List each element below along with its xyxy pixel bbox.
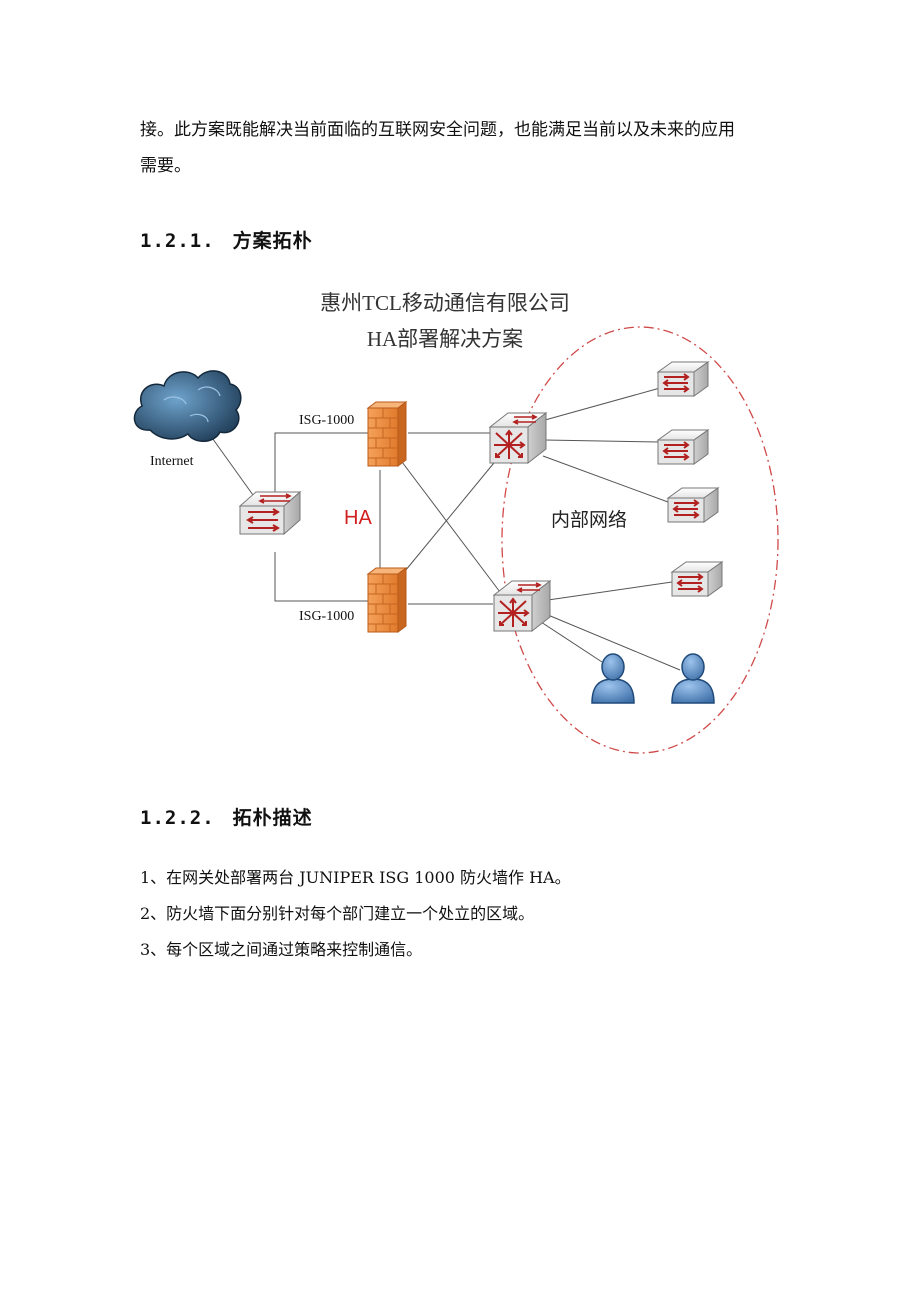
section-number: 1.2.2. (140, 807, 215, 829)
internet-label: Internet (150, 454, 194, 469)
edge-switch-icon (239, 491, 301, 535)
section-heading-topology: 1.2.1. 方案拓朴 (140, 226, 313, 253)
core-switch-bottom-icon (493, 580, 551, 632)
firewall-top-icon (367, 401, 407, 467)
internal-network-boundary (501, 326, 779, 754)
user-icon (591, 653, 635, 704)
access-switch-icon (671, 561, 723, 597)
section-number: 1.2.1. (140, 230, 215, 252)
access-switch-icon (657, 429, 709, 465)
section-heading-description: 1.2.2. 拓朴描述 (140, 803, 313, 830)
firewall-top-label: ISG-1000 (299, 413, 354, 428)
core-switch-top-icon (489, 412, 547, 464)
intro-line-2: 需要。 (140, 156, 191, 176)
access-switch-icon (667, 487, 719, 523)
list-item: 1、在网关处部署两台 JUNIPER ISG 1000 防火墙作 HA。 (140, 868, 571, 887)
firewall-bottom-icon (367, 567, 407, 633)
list-item: 3、每个区域之间通过策略来控制通信。 (140, 940, 423, 959)
firewall-bottom-label: ISG-1000 (299, 609, 354, 624)
internal-network-label: 内部网络 (551, 509, 627, 531)
topology-diagram: 惠州TCL移动通信有限公司 HA部署解决方案 Internet ISG-1000… (133, 291, 779, 754)
intro-line-1: 接。此方案既能解决当前面临的互联网安全问题，也能满足当前以及未来的应用 (140, 120, 735, 140)
access-switch-icon (657, 361, 709, 397)
section-title: 拓朴描述 (232, 807, 313, 829)
internet-cloud-icon (133, 370, 242, 442)
section-title: 方案拓朴 (232, 230, 313, 252)
network-links (204, 387, 681, 671)
diagram-title-line-2: HA部署解决方案 (367, 327, 523, 351)
diagram-title-line-1: 惠州TCL移动通信有限公司 (320, 291, 570, 315)
intro-paragraph: 接。此方案既能解决当前面临的互联网安全问题，也能满足当前以及未来的应用 需要。 (140, 112, 800, 184)
ha-label: HA (344, 507, 372, 529)
list-item: 2、防火墙下面分别针对每个部门建立一个处立的区域。 (140, 904, 535, 923)
user-icon (671, 653, 715, 704)
